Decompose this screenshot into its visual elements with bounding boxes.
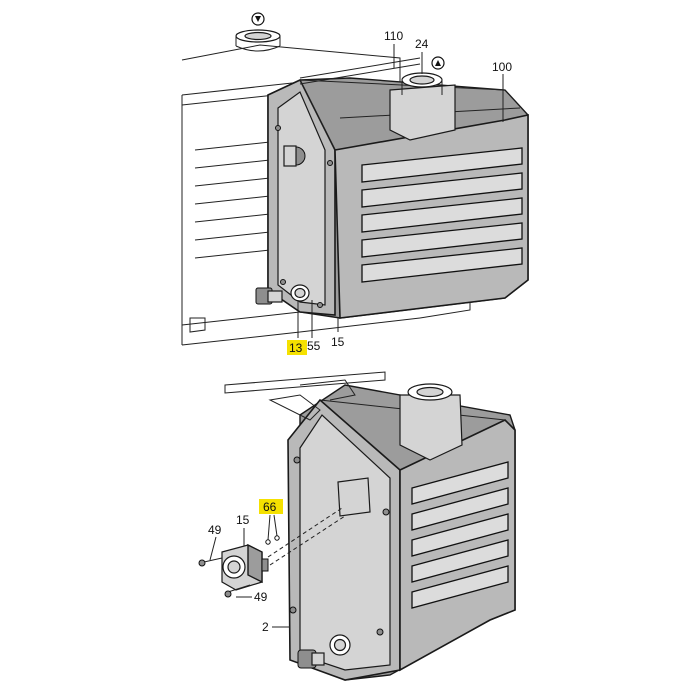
callout-15-bottom: 15 xyxy=(236,513,250,527)
callout-49-lower: 49 xyxy=(254,590,268,604)
highlight-66 xyxy=(259,499,283,514)
inlet-flange xyxy=(235,29,281,52)
inlet-marker-icon xyxy=(251,12,265,26)
screw-49-lower xyxy=(224,584,251,598)
cooling-fins-bottom xyxy=(411,461,509,609)
callout-55: 55 xyxy=(307,339,321,353)
handle-bar xyxy=(224,371,386,394)
oil-box-2 xyxy=(268,379,516,681)
side-fitting xyxy=(275,125,333,167)
filler-plug-55 xyxy=(255,287,283,305)
leader-lines-top xyxy=(297,44,504,338)
oil-box-100 xyxy=(255,72,529,319)
callout-66: 66 xyxy=(263,500,277,514)
callout-2: 2 xyxy=(262,620,269,634)
bottom-drain-plug xyxy=(297,649,325,669)
callout-24: 24 xyxy=(415,37,429,51)
callout-15-top: 15 xyxy=(331,335,345,349)
bottom-sight-glass xyxy=(329,634,351,656)
drain-plug-13 xyxy=(290,284,310,302)
callout-100: 100 xyxy=(492,60,512,74)
leader-lines-bottom xyxy=(209,514,290,628)
sight-glass-15 xyxy=(221,543,269,591)
outlet-marker-icon xyxy=(431,56,445,70)
top-port xyxy=(399,383,463,461)
mounting-pad xyxy=(337,477,371,517)
bottom-assembly-view: 66 15 49 49 2 xyxy=(198,371,516,681)
screw-49-upper xyxy=(198,557,223,567)
callout-49-upper: 49 xyxy=(208,523,222,537)
outlet-port-24 xyxy=(389,72,456,141)
callout-13: 13 xyxy=(289,341,303,355)
cooling-fins-top xyxy=(361,147,523,283)
callout-110: 110 xyxy=(384,29,403,43)
highlight-13 xyxy=(287,340,307,355)
top-assembly-view: 110 24 100 13 55 15 xyxy=(181,12,529,355)
